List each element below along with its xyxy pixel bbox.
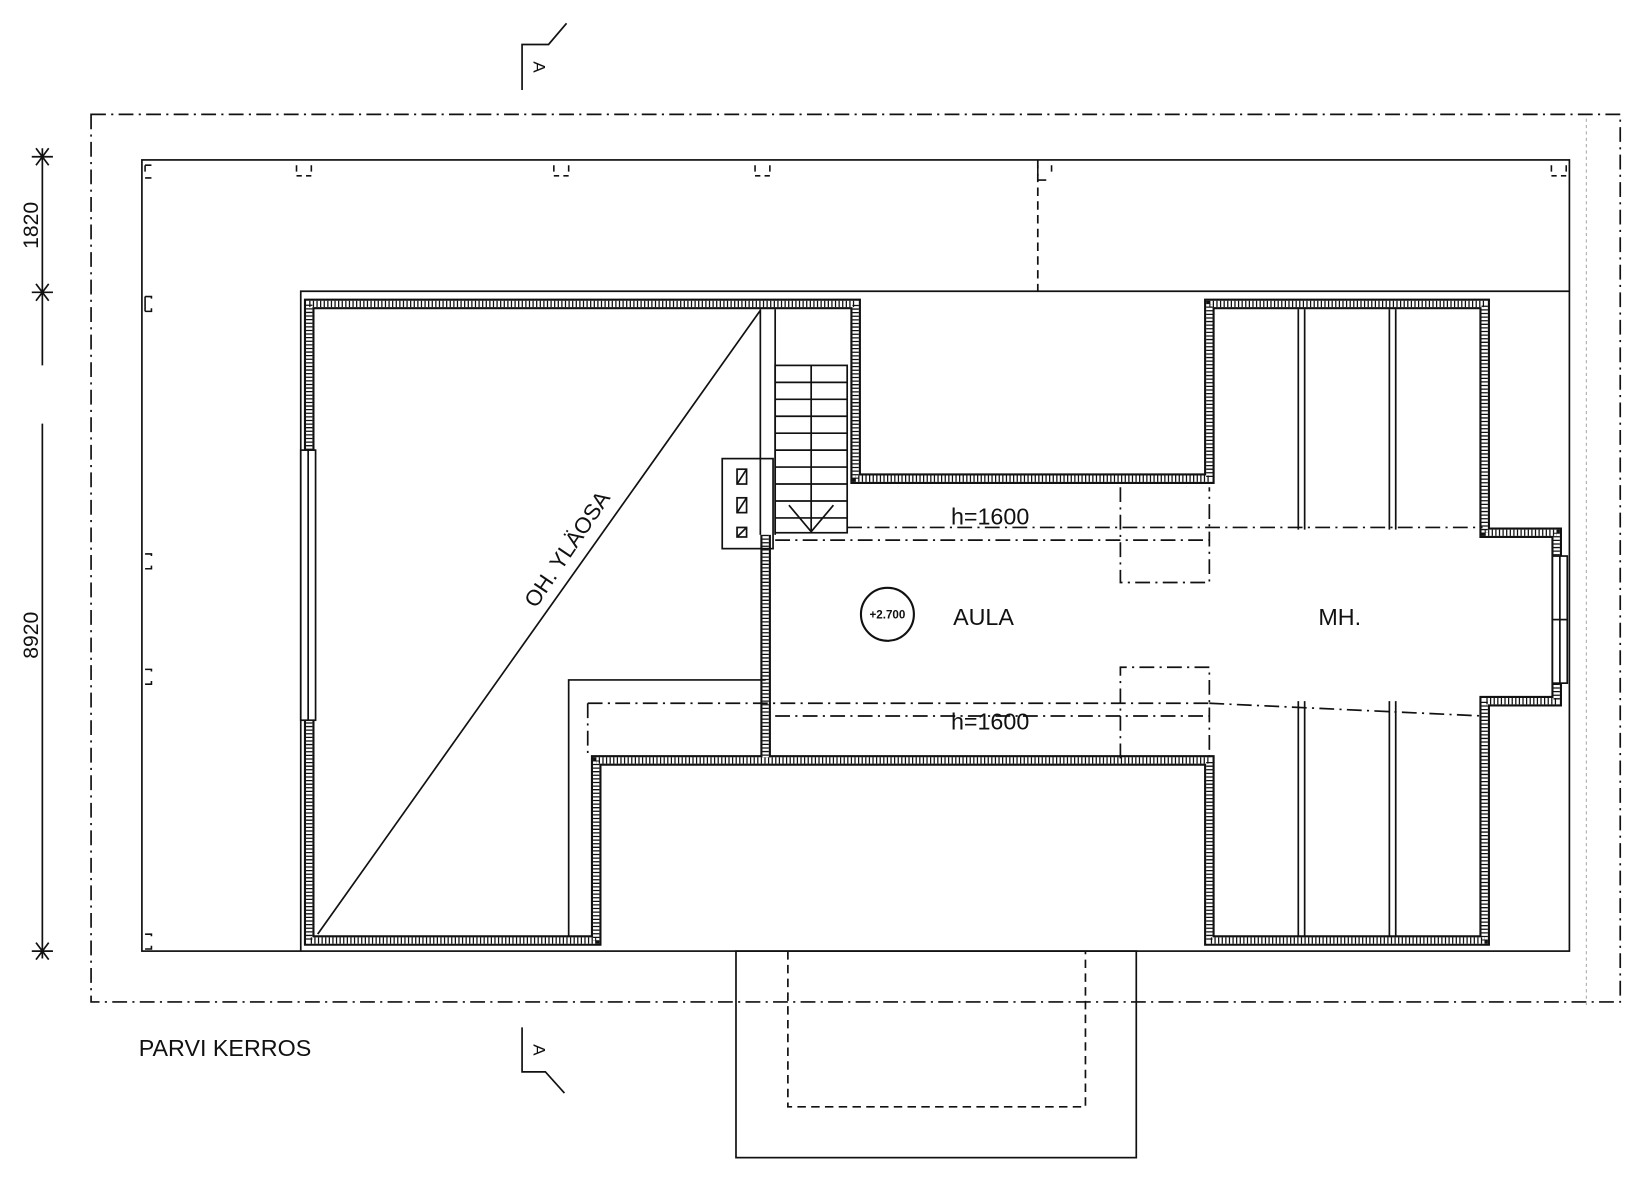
entrance-canopy xyxy=(735,950,1138,1159)
level-mark: +2.700 xyxy=(869,609,905,622)
building-outline xyxy=(299,290,1570,952)
mh-partitions xyxy=(1297,309,1397,937)
drawing-title: PARVI KERROS xyxy=(139,1035,312,1061)
entrance-dashed xyxy=(787,951,1087,1108)
height-note-lower: h=1600 xyxy=(951,709,1029,735)
section-marker-top: A xyxy=(521,22,568,91)
void-label: OH. YLÄOSA xyxy=(519,486,615,611)
dimension-8920: 8920 xyxy=(20,612,43,659)
chimney xyxy=(721,457,774,550)
roof-outline xyxy=(141,159,1571,952)
plot-boundary xyxy=(90,113,1622,1003)
staircase xyxy=(759,309,849,535)
section-marker-bottom: A xyxy=(521,1027,566,1094)
room-mh: MH. xyxy=(1318,604,1361,630)
room-aula: AULA xyxy=(953,604,1014,630)
attic-walls xyxy=(303,298,1562,946)
dimension-1820: 1820 xyxy=(20,202,43,249)
lower-opening-line xyxy=(567,679,766,937)
svg-text:A: A xyxy=(530,61,549,73)
void-diagonal xyxy=(317,309,762,935)
low-height-lines xyxy=(586,487,1483,759)
level-mark-circle xyxy=(859,586,915,642)
svg-text:A: A xyxy=(530,1044,549,1056)
column-markers xyxy=(144,164,1568,950)
height-note-upper: h=1600 xyxy=(951,503,1029,529)
dimension-line xyxy=(31,147,53,961)
